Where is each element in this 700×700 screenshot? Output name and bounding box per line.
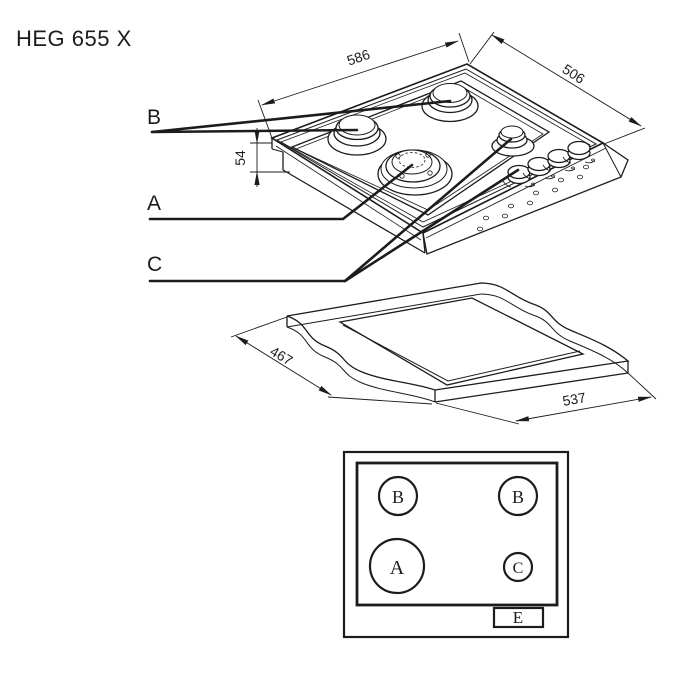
worktop-slab [286,282,630,391]
schematic-outer-frame [342,450,570,639]
leader-lines [148,99,520,283]
burner-auxiliary-right [491,125,535,157]
isometric-hob-drawing: B A C 586 506 54 [147,31,646,283]
leader-a [148,163,414,221]
svg-text:B: B [392,487,404,507]
svg-text:B: B [512,487,524,507]
burner-layout-schematic: B B A C E [342,450,570,639]
schematic-panel-label: E [513,608,523,627]
schematic-burner-b-right: B [497,475,539,517]
control-knobs [502,140,596,188]
leader-b-left [150,128,359,134]
label-burner-a: A [147,192,161,215]
dim-586-value: 586 [345,46,372,69]
hob-front-face [422,142,629,255]
schematic-burner-c: C [502,551,534,583]
worktop-cutout-drawing: 467 537 [230,282,657,425]
label-burner-c: C [147,253,162,276]
label-burner-b: B [147,106,161,129]
leader-c-knob [343,168,520,283]
schematic-burner-a: A [368,537,426,595]
dim-54-value: 54 [232,150,248,166]
cutout-hole [338,297,585,386]
dim-506-value: 506 [560,61,588,87]
dimension-cutout-537: 537 [435,372,657,425]
knob-4 [562,140,596,164]
screw-holes [476,164,590,232]
dim-467-value: 467 [267,343,295,369]
burner-wok-center [377,149,453,196]
dimension-height-54: 54 [232,128,290,187]
dim-537-value: 537 [561,389,587,409]
model-title: HEG 655 X [16,26,132,51]
schematic-burner-b-left: B [377,475,419,517]
dimension-depth-506: 506 [469,31,646,145]
dimension-width-586: 586 [257,32,470,139]
schematic-control-panel: E [492,606,545,629]
svg-text:A: A [390,557,405,579]
leader-b-back [150,99,452,134]
burner-semi-rapid-left [327,114,387,156]
svg-text:C: C [513,560,524,577]
schematic-hob-area [355,461,559,607]
